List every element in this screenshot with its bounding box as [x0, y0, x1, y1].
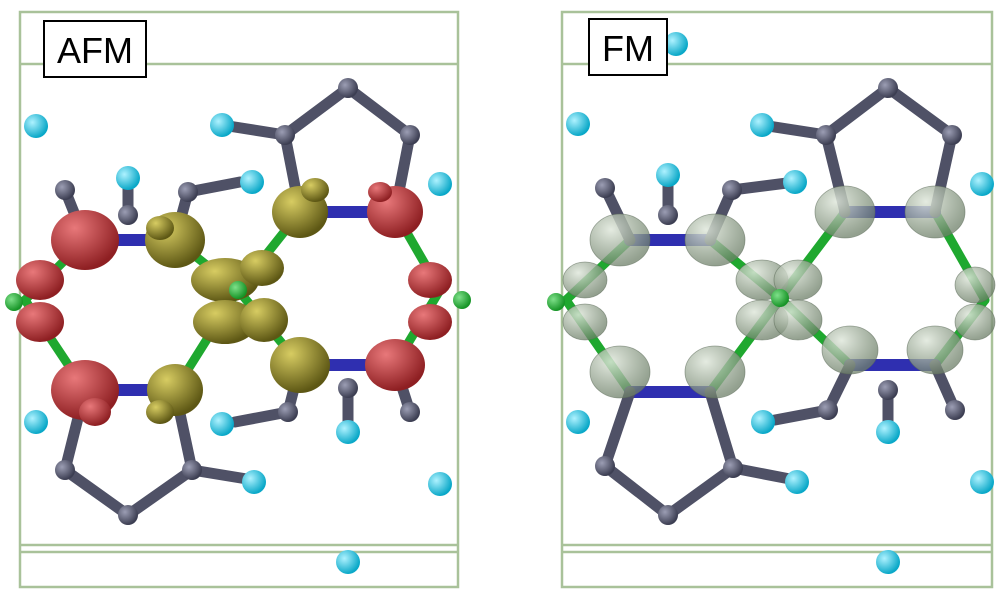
- fm-spin-density: [562, 185, 996, 399]
- fm-panel: [547, 10, 996, 589]
- afm-panel-label: AFM: [43, 20, 147, 78]
- afm-spin-density: [16, 178, 452, 426]
- afm-panel: [5, 10, 471, 589]
- fm-atoms: [547, 32, 994, 574]
- afm-atoms: [5, 78, 471, 574]
- fm-panel-label: FM: [588, 18, 668, 76]
